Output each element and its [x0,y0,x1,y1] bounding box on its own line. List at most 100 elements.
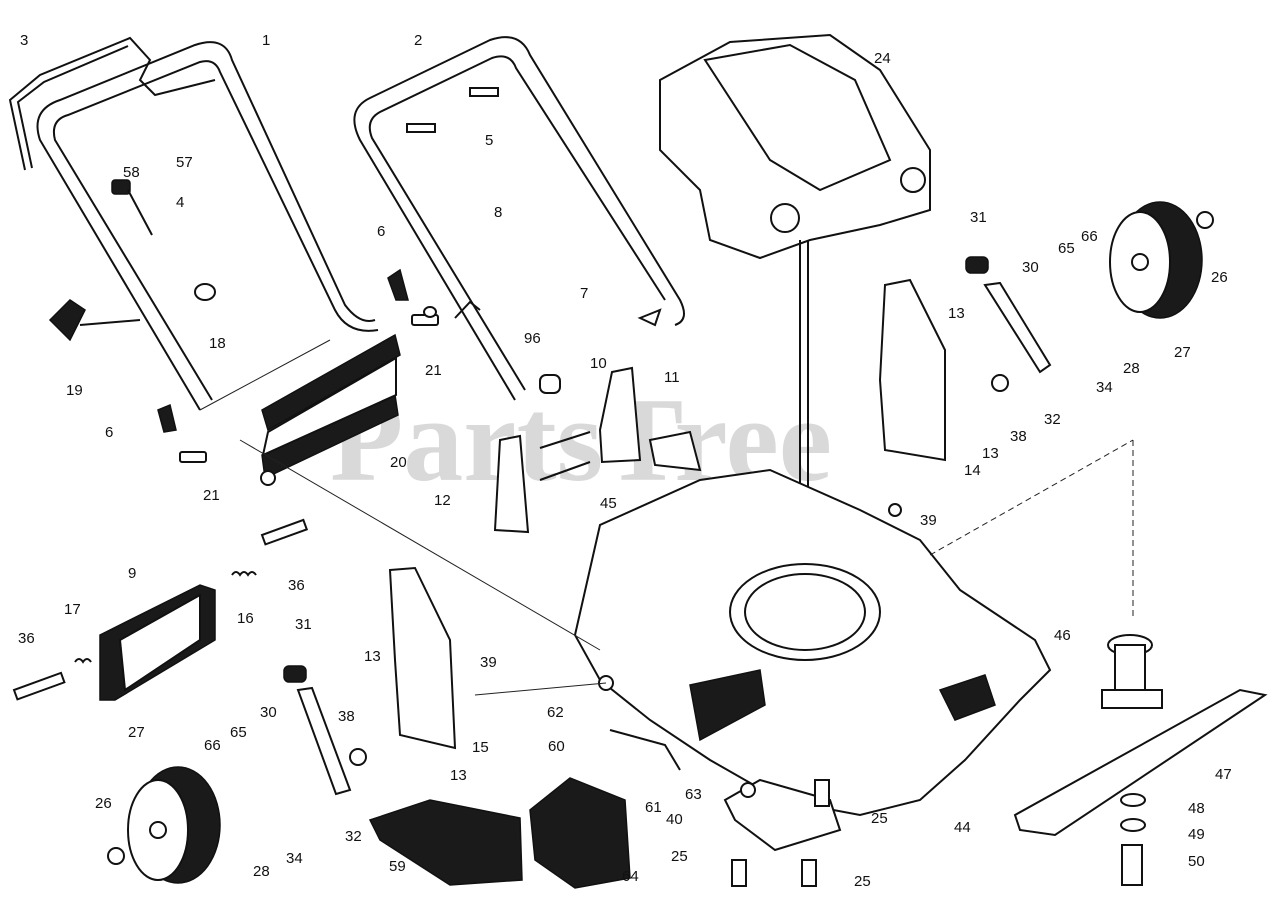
leader-line [929,439,1134,556]
wheel-part [1109,201,1203,319]
cable-clip-part [111,179,153,236]
stud-part [539,431,591,481]
callout: 4 [176,194,184,211]
callout: 59 [389,858,406,875]
callout: 96 [524,330,541,347]
height-bracket-part [388,566,457,750]
callout: 13 [364,648,381,665]
chute-door-part [648,430,702,472]
deck-part [573,468,1052,817]
callout: 39 [480,654,497,671]
callout: 1 [262,32,270,49]
callout: 62 [547,704,564,721]
callout: 3 [20,32,28,49]
handle-knob-part [48,299,141,342]
height-bracket-part [878,278,946,462]
callout: 25 [854,873,871,890]
callout: 45 [600,495,617,512]
callout: 5 [485,132,493,149]
callout: 47 [1215,766,1232,783]
bolt-part [731,859,747,887]
callout: 40 [666,811,683,828]
leader-line [474,682,607,696]
rear-shield-part [260,333,401,486]
callout: 25 [871,810,888,827]
callout: 65 [230,724,247,741]
bushing-part [539,374,561,394]
callout: 20 [390,454,407,471]
spring-part [231,571,257,577]
bolt-part [814,779,830,807]
callout: 6 [105,424,113,441]
callout: 32 [345,828,362,845]
callout: 26 [1211,269,1228,286]
height-lever-part [983,281,1052,374]
handle-bolt-part [406,123,436,133]
callout: 17 [64,601,81,618]
callout: 36 [288,577,305,594]
washer-part [1120,793,1146,807]
callout: 19 [66,382,83,399]
callout: 66 [1081,228,1098,245]
grass-deflector-part [368,799,523,886]
callout: 38 [338,708,355,725]
callout: 8 [494,204,502,221]
blade-bolt-part [1121,844,1143,886]
callout: 64 [622,868,639,885]
callout: 11 [664,369,680,386]
nut-part [107,847,125,865]
lower-handle-part [353,36,685,401]
spacer-part [194,283,216,301]
blade-adapter-part [1101,634,1163,709]
callout: 30 [1022,259,1039,276]
callout: 26 [95,795,112,812]
long-bolt-part [12,671,66,701]
callout: 31 [970,209,987,226]
callout: 38 [1010,428,1027,445]
callout: 14 [964,462,981,479]
knob-part [387,268,409,301]
callout: 36 [18,630,35,647]
carriage-bolt-part [179,451,207,463]
callout: 39 [920,512,937,529]
callout: 13 [982,445,999,462]
callout: 24 [874,50,891,67]
carriage-bolt-part [411,306,439,326]
bolt-part [801,859,817,887]
hinge-rod-part [609,729,681,771]
nut-part [888,503,902,517]
callout: 2 [414,32,422,49]
callout: 15 [472,739,489,756]
callout: 28 [253,863,270,880]
callout: 44 [954,819,971,836]
long-bolt-part [260,518,309,546]
callout: 57 [176,154,193,171]
engine-part [659,33,931,260]
washer-part [1120,818,1146,832]
callout: 34 [286,850,303,867]
callout: 21 [425,362,442,379]
callout: 13 [948,305,965,322]
spacer-part [349,748,367,766]
leader-line [239,439,601,651]
callout: 60 [548,738,565,755]
callout: 66 [204,737,221,754]
clip-part [637,308,662,327]
lever-grip-part [283,665,307,683]
wheel-part [127,766,221,884]
callout: 25 [671,848,688,865]
knob-part [157,403,177,433]
spring-part [74,658,92,664]
callout: 48 [1188,800,1205,817]
callout: 27 [128,724,145,741]
callout: 28 [1123,360,1140,377]
locknut-part [740,782,756,798]
callout: 18 [209,335,226,352]
callout: 6 [377,223,385,240]
blade-part [1013,688,1268,837]
callout: 16 [237,610,254,627]
callout: 46 [1054,627,1071,644]
callout: 12 [434,492,451,509]
callout: 61 [645,799,662,816]
